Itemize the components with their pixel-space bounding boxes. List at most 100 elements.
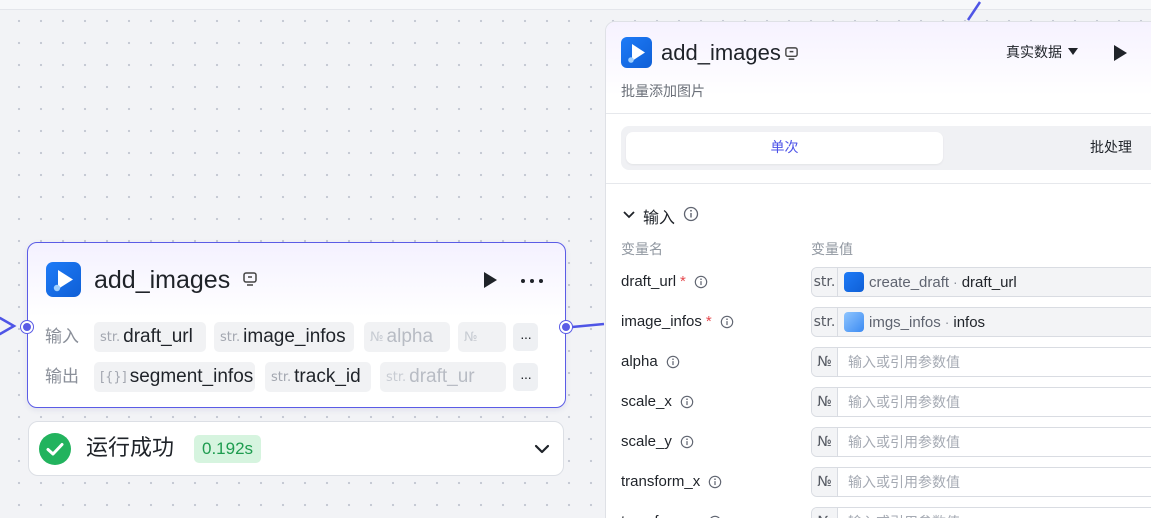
info-icon[interactable]: [680, 435, 694, 449]
input-name: draft_url: [123, 326, 193, 347]
type-badge: str.: [100, 329, 121, 345]
debug-icon[interactable]: [242, 271, 258, 292]
tab-batch[interactable]: 批处理: [1090, 140, 1132, 156]
value-placeholder: 输入或引用参数值: [848, 475, 960, 491]
more-glyph: ···: [520, 329, 532, 345]
input-tag-truncated: №: [458, 322, 506, 352]
output-port[interactable]: [560, 321, 572, 333]
type-badge: str.: [271, 369, 292, 385]
param-label-2: alpha: [621, 352, 680, 372]
run-test-icon[interactable]: [1112, 44, 1128, 67]
required-asterisk: *: [705, 313, 712, 330]
run-mode-tabs: 单次 批处理: [621, 126, 1151, 170]
upper-edge: [966, 1, 982, 21]
header-divider: [606, 113, 1151, 114]
top-toolbar-edge: [0, 0, 1151, 10]
ref-separator: ·: [953, 274, 958, 290]
info-icon[interactable]: [680, 395, 694, 409]
value-placeholder: 输入或引用参数值: [848, 355, 960, 371]
output-row-label: 输出: [45, 367, 79, 386]
image-node-icon: [844, 312, 864, 332]
node-title: add_images: [94, 266, 231, 294]
type-badge: str.: [812, 268, 838, 296]
status-text: 运行成功: [86, 436, 175, 461]
tab-single[interactable]: 单次: [626, 132, 943, 164]
output-name: track_id: [294, 366, 361, 387]
ref-node-name: imgs_infos: [869, 313, 941, 331]
more-options-icon[interactable]: [518, 269, 546, 293]
debug-icon[interactable]: [784, 46, 799, 66]
input-tag-image-infos: str. image_infos: [214, 322, 354, 352]
param-label-6: transform_y: [621, 512, 722, 518]
param-value-field-1[interactable]: str.imgs_infos·infos: [811, 307, 1151, 337]
param-value-field-0[interactable]: str. create_draft·draft_url: [811, 267, 1151, 297]
info-icon[interactable]: [720, 315, 734, 329]
success-check-icon: [39, 433, 71, 465]
param-label-3: scale_x: [621, 392, 694, 412]
ref-variable-name: draft_url: [961, 273, 1017, 291]
show-more-outputs-button[interactable]: ···: [513, 363, 538, 391]
output-tag-segment-infos: [{}] segment_infos: [94, 362, 255, 392]
panel-title: add_images: [661, 40, 781, 65]
param-name: scale_x: [621, 393, 672, 410]
type-badge: №: [464, 329, 478, 345]
caret-down-icon: [1068, 44, 1078, 60]
workflow-node-card[interactable]: add_images 输入 str. draft_url str. image_…: [21, 242, 572, 408]
info-icon[interactable]: [708, 515, 722, 518]
output-tag-draft-url: str. draft_ur: [380, 362, 506, 392]
param-value-field-6[interactable]: № 输入或引用参数值: [811, 507, 1151, 518]
info-icon[interactable]: [666, 355, 680, 369]
type-badge: №: [812, 428, 838, 456]
type-badge: №: [812, 508, 838, 518]
run-duration-badge: 0.192s: [194, 435, 262, 463]
more-glyph: ···: [520, 369, 532, 385]
param-name: scale_y: [621, 433, 672, 450]
type-badge: str.: [386, 369, 407, 385]
info-icon[interactable]: [694, 275, 708, 289]
chevron-down-icon[interactable]: [532, 439, 552, 464]
value-placeholder: 输入或引用参数值: [848, 395, 960, 411]
output-tag-track-id: str. track_id: [265, 362, 371, 392]
input-tag-alpha: № alpha: [364, 322, 450, 352]
plugin-logo-icon: [621, 37, 652, 68]
param-name: draft_url: [621, 273, 677, 290]
run-node-icon[interactable]: [481, 270, 499, 295]
output-name: draft_ur: [409, 366, 475, 387]
info-icon[interactable]: [708, 475, 722, 489]
type-badge: №: [812, 388, 838, 416]
panel-header: [606, 22, 1151, 114]
input-section-header[interactable]: 输入: [623, 204, 699, 228]
param-label-5: transform_x: [621, 472, 722, 492]
data-source-dropdown[interactable]: 真实数据: [1006, 42, 1078, 62]
data-source-label: 真实数据: [1006, 45, 1062, 61]
param-name: alpha: [621, 353, 658, 370]
param-value-field-3[interactable]: № 输入或引用参数值: [811, 387, 1151, 417]
panel-description: 批量添加图片: [621, 84, 705, 100]
node-test-panel: add_images 批量添加图片 真实数据 单次 批处理 输入 变量名 变量值…: [605, 21, 1151, 518]
type-badge: str.: [812, 308, 838, 336]
show-more-inputs-button[interactable]: ···: [513, 323, 538, 351]
incoming-edge: [0, 316, 17, 336]
required-asterisk: *: [680, 273, 686, 290]
param-name: transform_y: [621, 512, 700, 518]
ref-node-name: create_draft: [869, 273, 950, 291]
input-name: alpha: [386, 326, 434, 347]
param-label-1: image_infos*: [621, 312, 734, 332]
value-placeholder: 输入或引用参数值: [848, 512, 960, 518]
type-badge: №: [812, 468, 838, 496]
chevron-down-icon: [623, 207, 635, 225]
type-badge: str.: [220, 329, 241, 345]
param-value-field-5[interactable]: № 输入或引用参数值: [811, 467, 1151, 497]
plugin-logo-icon: [46, 262, 81, 297]
tabs-divider: [606, 183, 1151, 184]
run-status-bar[interactable]: 运行成功 0.192s: [28, 421, 564, 476]
type-badge: [{}]: [100, 369, 127, 385]
type-badge: №: [370, 329, 384, 345]
param-name: image_infos: [621, 313, 702, 330]
input-port[interactable]: [21, 321, 33, 333]
info-icon: [683, 206, 699, 227]
input-name: image_infos: [243, 326, 346, 347]
